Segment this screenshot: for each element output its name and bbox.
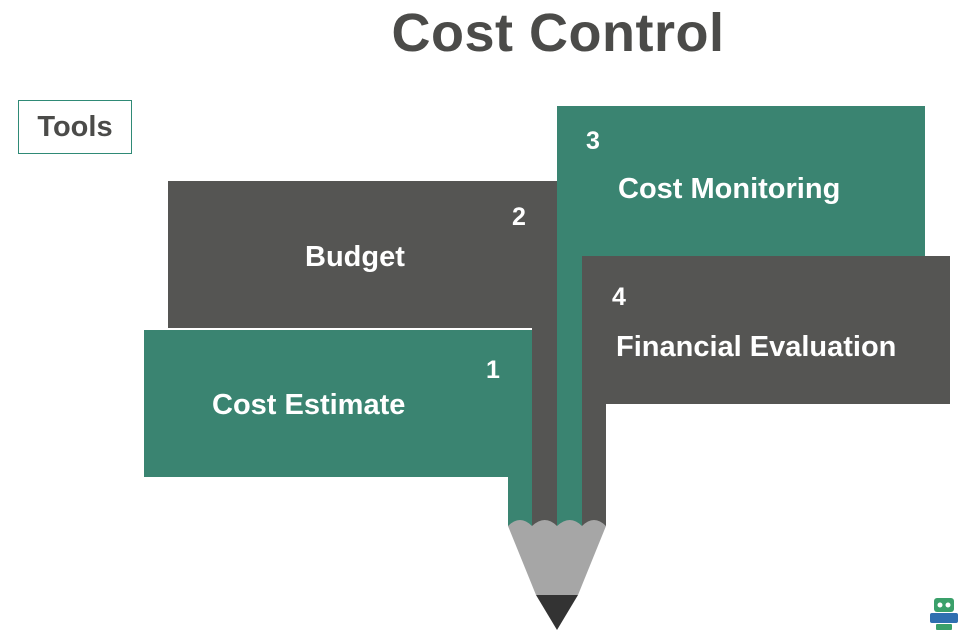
page-title: Cost Control bbox=[391, 3, 725, 63]
pencil-tip bbox=[508, 520, 606, 595]
step-3-label: Cost Monitoring bbox=[618, 173, 841, 205]
band-cost-estimate bbox=[144, 330, 532, 526]
bot-icon bbox=[930, 598, 958, 630]
step-1-number: 1 bbox=[486, 356, 500, 384]
step-4-label: Financial Evaluation bbox=[616, 331, 897, 363]
band-budget bbox=[168, 181, 557, 526]
step-2-number: 2 bbox=[512, 203, 526, 231]
tools-label-box: Tools bbox=[18, 100, 132, 154]
tools-label: Tools bbox=[37, 110, 113, 143]
step-4-number: 4 bbox=[612, 283, 626, 311]
step-1-label: Cost Estimate bbox=[212, 389, 406, 421]
band-financial-evaluation bbox=[582, 256, 950, 526]
band-cost-monitoring bbox=[557, 106, 925, 526]
step-2-label: Budget bbox=[305, 241, 405, 273]
step-3-number: 3 bbox=[586, 127, 600, 155]
pencil-lead bbox=[536, 595, 578, 630]
